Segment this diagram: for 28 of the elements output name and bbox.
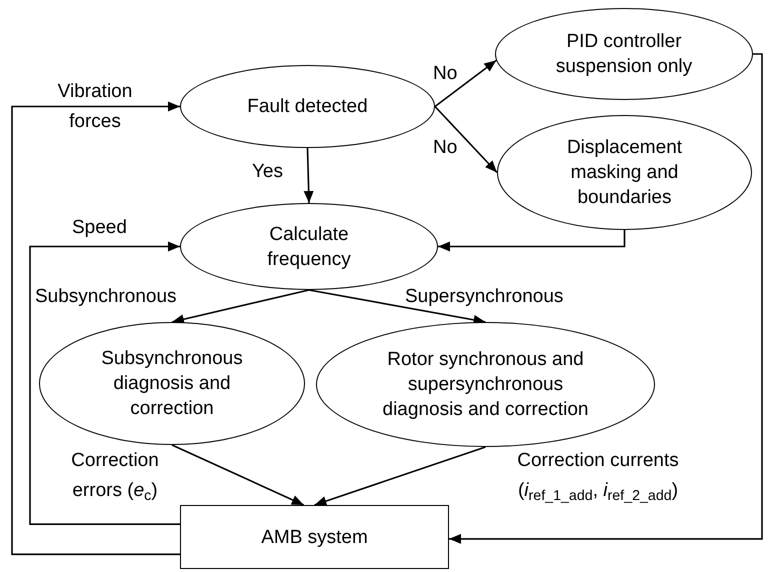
node-text: Fault detected: [247, 95, 368, 119]
arrow: [438, 230, 626, 252]
arrow: [304, 148, 314, 204]
node-text: Subsynchronous diagnosis and correction: [100, 347, 244, 421]
arrow: [434, 60, 497, 108]
arrow: [29, 242, 180, 525]
edge-label: No: [433, 136, 458, 160]
process-box: [180, 505, 449, 569]
arrow: [434, 106, 498, 174]
arrow: [172, 444, 304, 506]
node-text: AMB system: [261, 526, 368, 550]
edge-label: Supersynchronous: [405, 285, 564, 309]
edge-label: Yes: [252, 160, 284, 184]
arrow: [308, 289, 486, 325]
edge-label: Correction currents (i$_{ref_1_add}$, i$_{ref_2_add}$): [516, 449, 680, 506]
edge-label: Vibration forces: [56, 80, 134, 134]
edge-label: Speed: [72, 216, 128, 240]
edge-label: Correction errors (e$_{c}$): [70, 449, 160, 506]
node-text: Rotor synchronous and supersynchronous diagnosis and correction: [382, 348, 590, 422]
node-text: PID controller suspension only: [554, 30, 694, 79]
node-text: Calculate frequency: [266, 222, 352, 272]
arrow: [11, 102, 180, 556]
arrow: [449, 53, 763, 544]
edge-label: No: [433, 62, 458, 86]
arrow: [172, 289, 310, 324]
edge-label: Subsynchronous: [35, 285, 178, 309]
arrow: [314, 446, 486, 506]
node-text: Displacement masking and boundaries: [566, 136, 684, 210]
